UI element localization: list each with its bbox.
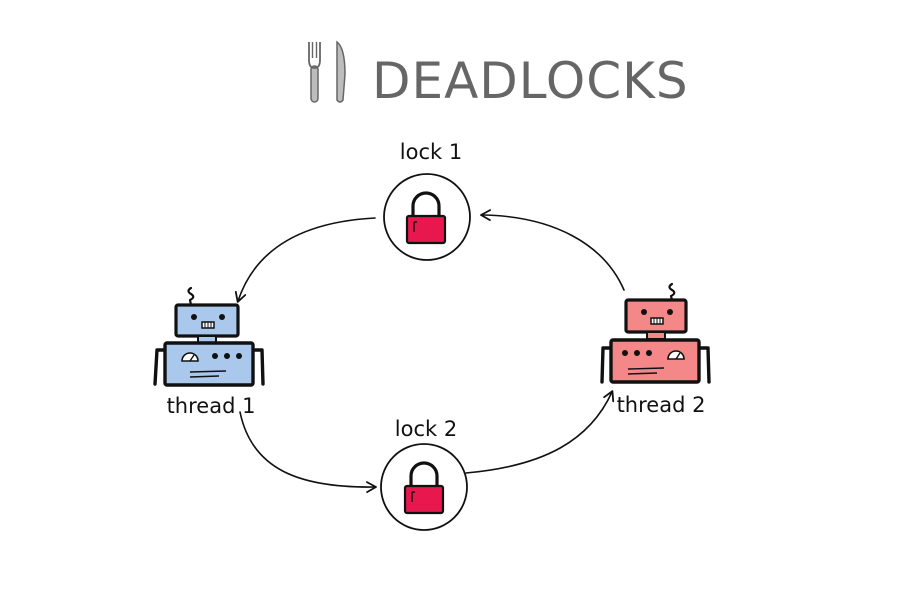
- arrow-thread1-to-lock2: [239, 411, 377, 494]
- robot-icon: [600, 282, 711, 384]
- lock-1: lock 1: [383, 140, 471, 261]
- thread-2-label: thread 2: [617, 393, 706, 417]
- lock-1-label: lock 1: [400, 140, 462, 164]
- thread-2: thread 2: [600, 282, 711, 417]
- thread-1: thread 1: [153, 286, 265, 418]
- thread-1-label: thread 1: [167, 394, 256, 418]
- fork-and-knife-icon: [308, 40, 346, 103]
- title-group: DEADLOCKS: [308, 40, 689, 110]
- arrow-lock2-to-thread2: [465, 390, 615, 474]
- arrow-lock1-to-thread1: [234, 217, 376, 303]
- arrow-thread2-to-lock1: [480, 209, 625, 291]
- page-title: DEADLOCKS: [372, 52, 689, 110]
- robot-icon: [153, 286, 265, 387]
- lock-2: lock 2: [380, 417, 468, 531]
- lock-2-label: lock 2: [395, 417, 457, 441]
